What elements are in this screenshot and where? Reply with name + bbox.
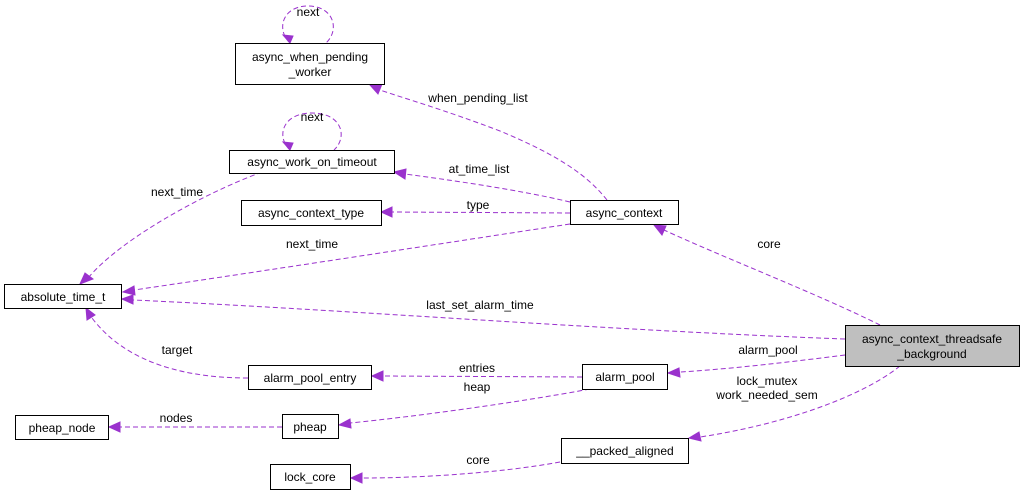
edge-label: type — [467, 198, 490, 212]
edge-lock-mutex: lock_mutex work_needed_sem — [687, 365, 901, 442]
edge-label: lock_mutex — [737, 374, 798, 388]
edge-label: entries — [459, 361, 495, 375]
edge-label: next_time — [151, 185, 203, 199]
edge-label: last_set_alarm_time — [426, 298, 534, 312]
node-pheap[interactable]: pheap — [282, 414, 339, 439]
edge-work-on-timeout-next-time: next_time — [79, 171, 263, 285]
node-label: async_context_threadsafe — [862, 332, 1002, 346]
edge-label: nodes — [160, 411, 193, 425]
edge-heap: heap — [337, 380, 591, 429]
node-label: async_work_on_timeout — [247, 155, 377, 169]
node-absolute-time-t[interactable]: absolute_time_t — [4, 284, 122, 309]
edge-entries: entries — [370, 361, 583, 382]
node-label: _background — [896, 347, 966, 361]
edge-type: type — [379, 198, 571, 218]
node-lock-core[interactable]: lock_core — [270, 464, 351, 490]
edge-label: core — [466, 453, 490, 467]
edge-label: next — [297, 5, 320, 19]
node-label: async_context — [586, 206, 663, 220]
edge-label: core — [757, 237, 781, 251]
edge-nodes: nodes — [107, 411, 282, 433]
edge-label: when_pending_list — [427, 91, 528, 105]
node-label: async_when_pending — [252, 50, 368, 64]
edge-work-on-timeout-next: next — [281, 110, 342, 151]
node-label: pheap_node — [29, 421, 96, 435]
edge-label: heap — [464, 380, 491, 394]
node-label: lock_core — [284, 470, 336, 484]
node-label: __packed_aligned — [575, 444, 673, 458]
node-async-context-threadsafe-background[interactable]: async_context_threadsafe _background — [845, 325, 1020, 367]
edge-core-lock-core: core — [349, 453, 561, 484]
edge-last-set-alarm-time: last_set_alarm_time — [120, 294, 846, 340]
node-label: alarm_pool_entry — [264, 371, 357, 385]
node-label: pheap — [293, 420, 327, 434]
node-label: absolute_time_t — [21, 290, 106, 304]
node-packed-aligned[interactable]: __packed_aligned — [561, 438, 689, 464]
node-alarm-pool-entry[interactable]: alarm_pool_entry — [248, 365, 372, 390]
edge-label: target — [162, 343, 193, 357]
edge-target: target — [85, 306, 249, 379]
edge-label: alarm_pool — [738, 343, 797, 357]
edge-label: at_time_list — [449, 162, 510, 176]
edge-label: next_time — [286, 237, 338, 251]
node-async-work-on-timeout[interactable]: async_work_on_timeout — [229, 150, 395, 174]
node-async-context-type[interactable]: async_context_type — [241, 200, 382, 226]
edge-when-pending-worker-next: next — [281, 5, 334, 44]
edge-at-time-list: at_time_list — [392, 162, 571, 203]
edge-label: work_needed_sem — [715, 388, 817, 402]
node-label: async_context_type — [258, 206, 364, 220]
node-label: _worker — [288, 65, 332, 79]
node-label: alarm_pool — [595, 370, 654, 384]
node-alarm-pool[interactable]: alarm_pool — [582, 364, 668, 390]
edge-label: next — [301, 110, 324, 124]
node-pheap-node[interactable]: pheap_node — [15, 415, 109, 440]
edge-alarm-pool: alarm_pool — [666, 343, 846, 378]
edge-when-pending-list: when_pending_list — [368, 83, 608, 201]
edge-async-context-next-time: next_time — [121, 223, 571, 296]
node-async-when-pending-worker[interactable]: async_when_pending _worker — [235, 43, 385, 85]
node-async-context[interactable]: async_context — [570, 200, 679, 225]
edge-core-async-context: core — [652, 224, 881, 326]
